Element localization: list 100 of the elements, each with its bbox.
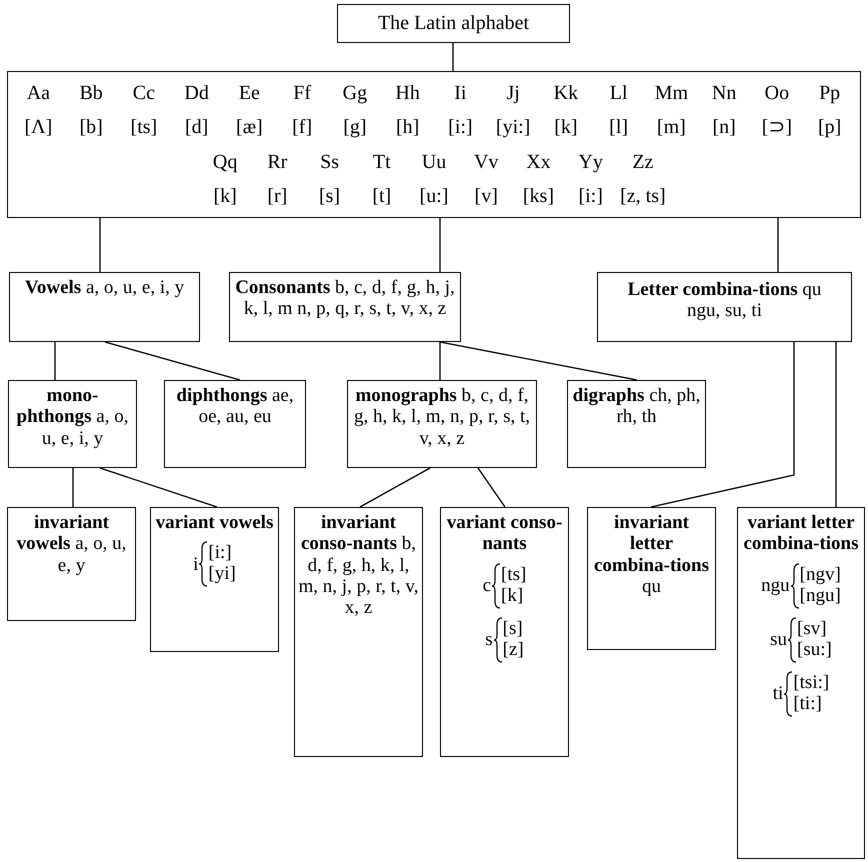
pronunciation: [su:] (797, 640, 832, 660)
category-text: invariant letter combina-tions qu (592, 512, 710, 598)
phonetic-symbol: [yi:] (496, 115, 530, 140)
category-text: invariant conso-nants b, d, f, g, h, k, l, m, n, j, p, r, t, v, x, z (298, 512, 419, 618)
letter-pair: Ff (293, 81, 312, 106)
pronunciation: [ngv] (800, 564, 841, 586)
category-heading: variant letter combina-tions (742, 512, 860, 555)
connector-line (100, 467, 218, 508)
category-box (7, 507, 136, 621)
letter-pair: Aa (26, 81, 50, 106)
letter: su (770, 628, 788, 650)
phonetic-symbol: [i:] (448, 115, 473, 140)
phonetic-symbol: [ks] (522, 184, 554, 209)
letter-pair: Hh (395, 81, 420, 106)
pronunciation: [i:] (208, 543, 232, 564)
connector-line (439, 218, 441, 272)
letter: c (482, 574, 492, 596)
category-box (9, 272, 200, 342)
connector-line (440, 341, 638, 381)
letter-pair: Ee (238, 81, 260, 106)
category-text: invariant vowels a, o, u, e, y (16, 512, 128, 576)
phonetic-symbol: [n] (712, 115, 736, 140)
category-box (229, 272, 461, 342)
phonetic-symbol: [z, ts] (620, 184, 666, 209)
pronunciation: [yi] (208, 564, 236, 586)
category-heading: variant conso-nants (446, 512, 564, 555)
letter-pair: Yy (578, 150, 603, 175)
phonetic-symbol: [f] (292, 115, 312, 140)
phonetic-symbol: [s] (318, 184, 340, 209)
letter-pair: Cc (132, 81, 155, 106)
phonetic-symbol: [Λ] (24, 115, 52, 140)
pronunciation: [sv] (797, 618, 827, 640)
phonetic-symbol: [h] (396, 115, 420, 140)
connector-line (477, 468, 506, 508)
phonetic-symbol: [t] (372, 184, 392, 209)
category-text: Vowels a, o, u, e, i, y (24, 277, 184, 298)
phonetic-symbol: [æ] (236, 115, 263, 140)
category-text: diphthongs ae, oe, au, eu (175, 385, 295, 428)
connector-line (777, 218, 779, 272)
phonetic-symbol: [⊃] (762, 115, 792, 140)
phonetic-symbol: [r] (267, 184, 288, 209)
connector-line (99, 218, 101, 272)
category-box (737, 507, 865, 859)
category-text: mono-phthongs a, o, u, e, i, y (16, 385, 130, 449)
category-box (347, 380, 537, 468)
phonetic-symbol: [v] (474, 184, 498, 209)
connector-line (104, 341, 240, 381)
pronunciation: [k] (501, 586, 524, 606)
letter-pair: Dd (184, 81, 209, 106)
category-box (597, 272, 852, 342)
letter-pair: Ll (610, 81, 628, 106)
letter-pair: Uu (422, 150, 446, 175)
connector-line (835, 342, 837, 507)
letter-pair: Jj (506, 81, 520, 106)
letter-pair: Pp (819, 81, 840, 106)
pronunciation: [ti:] (793, 694, 822, 714)
phonetic-symbol: [k] (213, 184, 237, 209)
category-box (150, 507, 279, 652)
letter: ngu (761, 574, 790, 596)
letter-pair: Qq (212, 150, 238, 175)
phonetic-symbol: [g] (343, 115, 367, 140)
letter-pair: Rr (267, 150, 288, 175)
category-text: digraphs ch, ph, rh, th (572, 385, 702, 428)
letter-pair: Vv (474, 150, 498, 175)
letter-pair: Kk (554, 81, 578, 106)
pronunciation: [z] (502, 640, 524, 660)
category-heading: variant vowels (156, 512, 274, 534)
letter-pair: Oo (764, 81, 790, 106)
letter-pair: Ss (320, 150, 339, 175)
letter-pair: Bb (79, 81, 103, 106)
phonetic-symbol: [m] (656, 115, 686, 140)
letter-pair: Ii (454, 81, 466, 106)
phonetic-symbol: [p] (818, 115, 842, 140)
pronunciation: [s] (502, 618, 523, 640)
connector-line (650, 342, 795, 508)
phonetic-symbol: [ts] (130, 115, 158, 140)
letter: s (485, 628, 493, 650)
category-text: Consonants b, c, d, f, g, h, j, k, l, m n, p, q, r, s, t, v, x, z (234, 277, 456, 320)
letter: ti (772, 682, 784, 704)
title-box (337, 4, 570, 43)
category-box (294, 507, 423, 757)
phonetic-symbol: [d] (184, 115, 208, 140)
letter-pair: Tt (372, 150, 391, 175)
category-box (8, 380, 137, 468)
letter-pair: Zz (632, 150, 654, 175)
letter-pair: Gg (342, 81, 368, 106)
category-box (567, 380, 706, 468)
category-text: Letter combina-tions qu ngu, su, ti (626, 279, 822, 322)
connector-line (360, 467, 430, 508)
category-box (587, 507, 716, 650)
category-text: monographs b, c, d, f, g, h, k, l, m, n, p, r, s, t, v, x, z (352, 385, 532, 449)
category-box (164, 380, 306, 468)
letter: i (193, 554, 198, 575)
connector-line (452, 43, 454, 71)
letter-pair: Nn (712, 81, 736, 106)
phonetic-symbol: [u:] (420, 184, 448, 209)
connector-line (54, 342, 56, 380)
category-box (440, 507, 569, 757)
connector-line (439, 342, 441, 380)
phonetic-symbol: [b] (79, 115, 103, 140)
